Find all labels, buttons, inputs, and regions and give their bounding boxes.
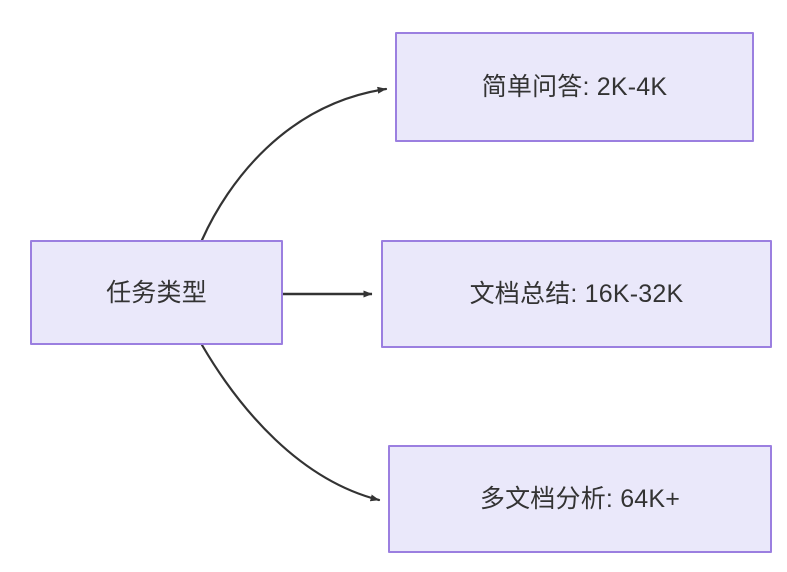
node-doc-summary[interactable]: 文档总结: 16K-32K: [381, 240, 772, 348]
node-simple-qa-label: 简单问答: 2K-4K: [481, 73, 668, 101]
node-doc-summary-label: 文档总结: 16K-32K: [469, 280, 684, 308]
edge-source-simple: [200, 86, 388, 242]
node-simple-qa[interactable]: 简单问答: 2K-4K: [395, 32, 754, 142]
node-task-type-label: 任务类型: [106, 278, 207, 307]
edge-source-multidoc: [200, 343, 381, 502]
node-task-type[interactable]: 任务类型: [30, 240, 283, 345]
node-multi-doc-analysis-label: 多文档分析: 64K+: [479, 485, 681, 513]
node-multi-doc-analysis[interactable]: 多文档分析: 64K+: [388, 445, 772, 553]
